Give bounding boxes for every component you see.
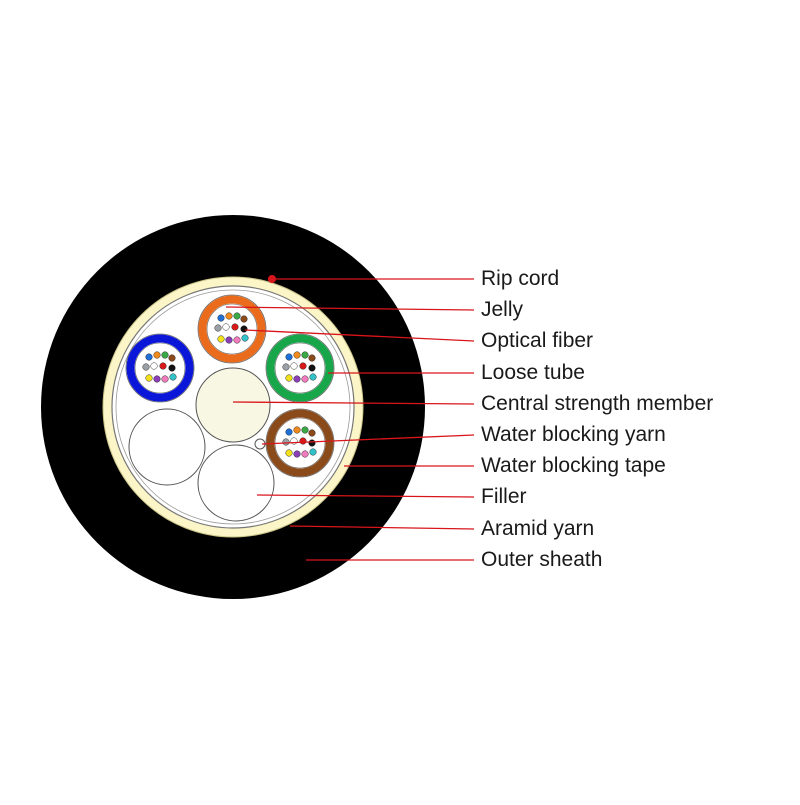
optical-fiber [153, 375, 161, 383]
optical-fiber [285, 449, 293, 457]
label-jelly: Jelly [481, 298, 524, 321]
optical-fiber [233, 312, 241, 320]
optical-fiber [293, 450, 301, 458]
leader-line [261, 434, 475, 445]
optical-fiber [217, 335, 225, 343]
jelly-fill [274, 342, 326, 394]
label-water-blocking-yarn: Water blocking yarn [481, 423, 666, 446]
core-boundary [115, 289, 351, 525]
leader-line [289, 525, 475, 530]
optical-fiber [309, 373, 317, 381]
optical-fiber [293, 375, 301, 383]
jelly-fill [134, 342, 186, 394]
optical-fiber [233, 336, 241, 344]
leader-line [225, 306, 475, 311]
optical-fiber [159, 362, 167, 370]
leader-lines [225, 278, 475, 561]
optical-fiber [225, 312, 233, 320]
optical-fiber [308, 439, 316, 447]
optical-fiber [217, 314, 225, 322]
loose-tube-orange [197, 294, 267, 364]
optical-fiber [231, 323, 239, 331]
optical-fiber [285, 353, 293, 361]
label-water-blocking-tape: Water blocking tape [481, 454, 666, 477]
optical-fiber [309, 448, 317, 456]
jelly-fill [206, 303, 258, 355]
label-optical-fiber: Optical fiber [481, 329, 594, 352]
tube-wall [266, 334, 334, 402]
optical-fiber [285, 374, 293, 382]
optical-fiber [150, 362, 158, 370]
tube-wall [198, 295, 266, 363]
optical-fiber [299, 437, 307, 445]
loose-tube-green [265, 333, 335, 403]
optical-fiber [240, 315, 248, 323]
filler-left [128, 408, 206, 486]
loose-tube-blue [125, 333, 195, 403]
optical-fiber [169, 373, 177, 381]
optical-fiber [153, 351, 161, 359]
filler-bottom [197, 444, 275, 522]
optical-fiber [293, 351, 301, 359]
optical-fiber [168, 364, 176, 372]
optical-fiber [214, 324, 222, 332]
optical-fiber [240, 325, 248, 333]
label-loose-tube: Loose tube [481, 361, 585, 384]
optical-fiber [301, 426, 309, 434]
leader-line [244, 329, 475, 342]
tube-wall [126, 334, 194, 402]
optical-fiber [308, 354, 316, 362]
optical-fiber [290, 362, 298, 370]
optical-fiber [282, 438, 290, 446]
optical-fiber [308, 429, 316, 437]
optical-fiber [168, 354, 176, 362]
optical-fiber [142, 363, 150, 371]
optical-fiber [225, 336, 233, 344]
optical-fiber [145, 353, 153, 361]
optical-fiber [299, 362, 307, 370]
optical-fiber [241, 334, 249, 342]
label-aramid-yarn: Aramid yarn [481, 517, 595, 540]
optical-fiber [301, 450, 309, 458]
optical-fiber [161, 375, 169, 383]
optical-fiber [222, 323, 230, 331]
optical-fiber [301, 351, 309, 359]
optical-fiber [308, 364, 316, 372]
label-outer-sheath: Outer sheath [481, 548, 603, 571]
label-central-strength-member: Central strength member [481, 392, 714, 415]
optical-fiber [282, 363, 290, 371]
optical-fiber [293, 426, 301, 434]
optical-fiber [285, 428, 293, 436]
label-rip-cord: Rip cord [481, 267, 560, 290]
label-filler: Filler [481, 485, 527, 508]
leader-line [232, 401, 475, 405]
central-strength-member [195, 367, 271, 443]
leader-line [256, 494, 475, 498]
optical-fiber [161, 351, 169, 359]
optical-fiber [301, 375, 309, 383]
optical-fiber [145, 374, 153, 382]
